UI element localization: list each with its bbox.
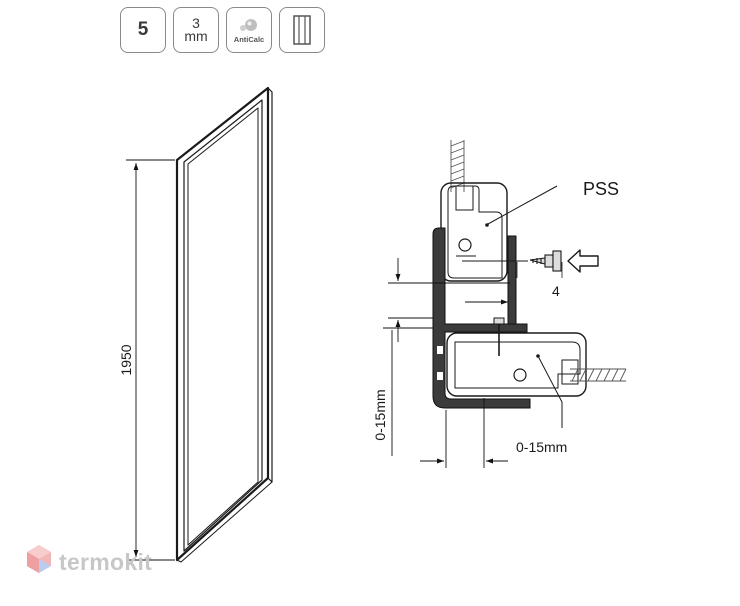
screw-icon xyxy=(529,250,562,272)
anticalc-label: AntiCalc xyxy=(233,34,265,44)
wall-profile xyxy=(440,182,508,282)
thickness-badge: 5 xyxy=(120,7,166,53)
height-dimension xyxy=(126,159,175,561)
anticalc-badge: AntiCalc xyxy=(226,7,272,53)
profile-icon xyxy=(293,15,311,45)
push-arrow-icon xyxy=(567,249,599,273)
termokit-watermark: termokit xyxy=(25,543,152,581)
horizontal-adjust-dimension xyxy=(420,398,508,468)
set-screw xyxy=(493,317,505,356)
channel-profile xyxy=(432,227,531,409)
vertical-adjust-dimension xyxy=(383,327,433,456)
vertical-wall xyxy=(450,140,465,192)
glass-thickness-value: 3 xyxy=(192,15,200,31)
vertical-adjust-label: 0-15mm xyxy=(372,389,388,440)
pss-label: PSS xyxy=(583,179,619,199)
thickness-value: 5 xyxy=(137,19,149,40)
watermark-text: termokit xyxy=(59,548,153,575)
height-dimension-label: 1950 xyxy=(118,344,134,375)
glass-thickness-badge: 3 mm xyxy=(173,7,219,53)
pss-pointer-dot xyxy=(485,223,489,227)
lower-profile xyxy=(446,332,587,397)
termokit-logo-icon xyxy=(27,545,51,573)
screw-size-label: 4 xyxy=(552,283,560,299)
profile-badge xyxy=(279,7,325,53)
lower-leader-line xyxy=(537,355,563,428)
vertical-offset-dimension xyxy=(388,258,510,342)
shower-panel xyxy=(175,86,273,563)
feature-badges: 5 3 mm AntiCalc xyxy=(120,7,325,53)
horizontal-wall xyxy=(570,368,627,382)
pss-leader-line xyxy=(487,185,558,225)
profile-detail: PSS 4 xyxy=(372,140,627,468)
anticalc-drops-icon xyxy=(240,18,257,31)
horizontal-adjust-label: 0-15mm xyxy=(516,439,567,455)
glass-thickness-unit: mm xyxy=(184,28,208,44)
